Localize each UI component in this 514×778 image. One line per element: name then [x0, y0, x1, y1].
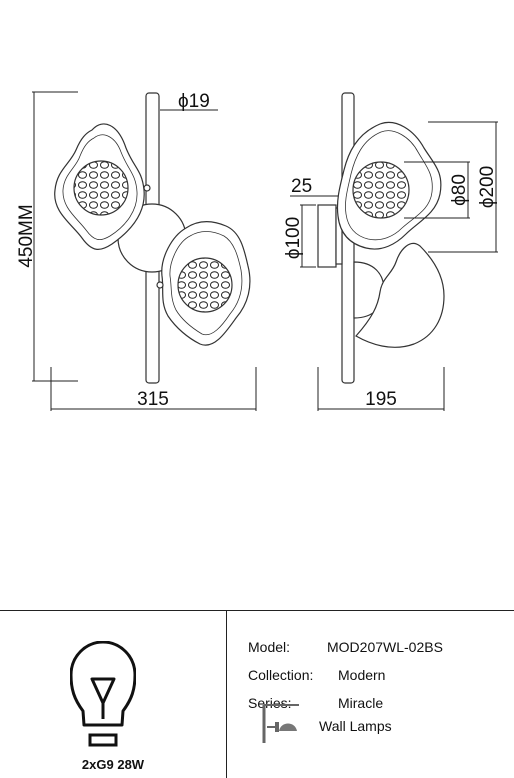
shade-diameter-dimension: ϕ200 — [477, 166, 498, 208]
collection-value: Modern — [338, 667, 386, 683]
width-dimension: 315 — [137, 389, 169, 410]
side-dimensions — [290, 121, 498, 411]
side-wall-base — [317, 204, 337, 268]
height-dimension: 450MM — [16, 204, 37, 267]
bulb-cell: 2xG9 28W — [0, 611, 227, 778]
rod-diameter-dimension: ϕ19 — [178, 91, 210, 112]
depth-dimension: 195 — [365, 389, 397, 410]
front-lower-globe — [177, 257, 233, 313]
side-upper-globe — [352, 161, 410, 219]
side-lower-shade — [355, 242, 445, 348]
technical-drawing: 450MM 315 ϕ19 25 195 ϕ100 ϕ80 ϕ200 — [16, 91, 498, 411]
base-depth-dimension: 25 — [291, 176, 312, 197]
series-label: Series: — [248, 695, 292, 711]
collection-label: Collection: — [248, 667, 314, 683]
front-dimensions — [32, 91, 257, 411]
globe-diameter-dimension: ϕ80 — [449, 174, 470, 206]
spec-panel: 2xG9 28W Model: MOD207WL-02BS Collection… — [0, 610, 514, 778]
model-label: Model: — [248, 639, 291, 655]
front-view — [54, 92, 251, 384]
side-view — [317, 92, 445, 384]
front-upper-globe — [73, 160, 129, 216]
bulb-spec: 2xG9 28W — [81, 757, 145, 772]
series-value: Miracle — [338, 695, 384, 711]
wall-lamp-icon — [262, 704, 299, 743]
model-value: MOD207WL-02BS — [327, 639, 443, 655]
base-diameter-dimension: ϕ100 — [283, 217, 304, 259]
type-value: Wall Lamps — [319, 718, 392, 734]
light-bulb-icon — [70, 641, 136, 747]
